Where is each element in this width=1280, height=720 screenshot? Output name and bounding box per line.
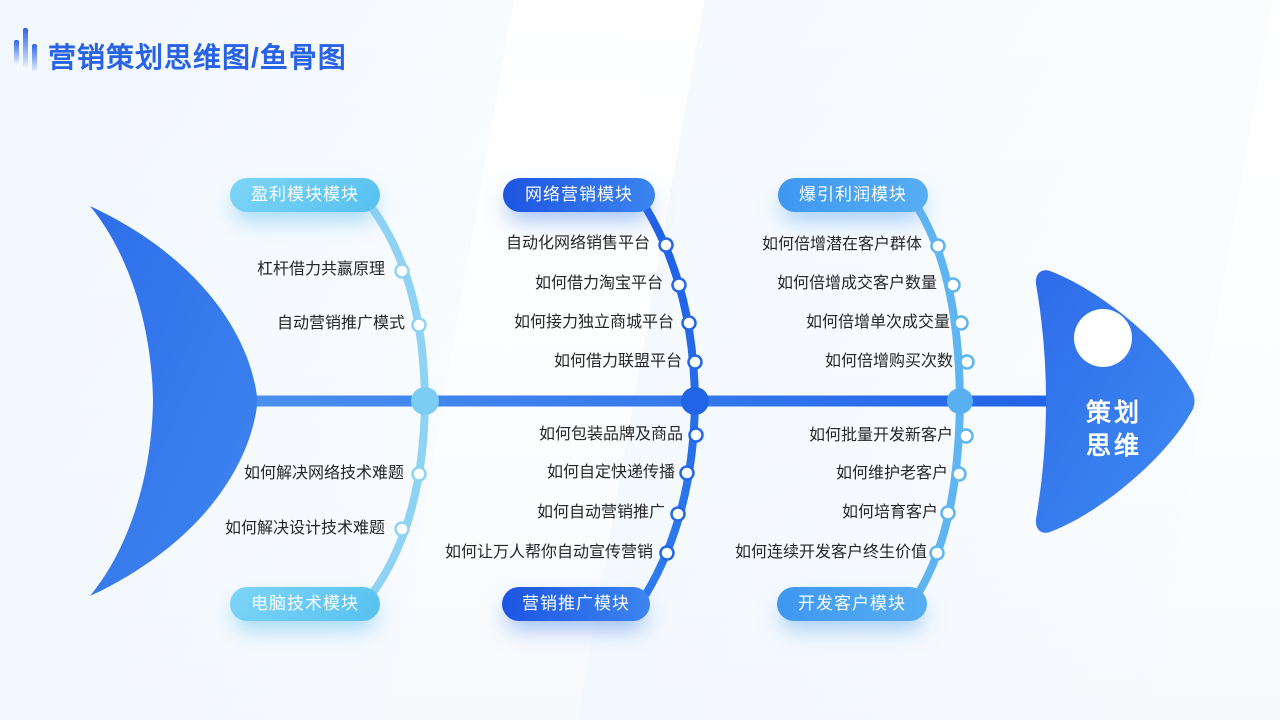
item-label: 如何倍增潜在客户群体	[761, 236, 922, 253]
item-dot	[679, 465, 695, 481]
item-label: 如何倍增购买次数	[824, 353, 953, 370]
item-dot	[959, 354, 975, 370]
item-label: 如何借力淘宝平台	[534, 275, 663, 292]
item-dot	[940, 505, 956, 521]
module-pill-profit: 盈利模块模块	[230, 178, 380, 212]
module-pill-customer-dev: 开发客户模块	[777, 587, 927, 621]
item-dot	[659, 545, 675, 561]
junction-node	[681, 387, 709, 415]
item-label: 如何自动营销推广	[536, 504, 665, 521]
item-label: 如何包装品牌及商品	[538, 426, 683, 443]
fish-eye	[1074, 309, 1132, 367]
item-dot	[687, 354, 703, 370]
item-dot	[951, 466, 967, 482]
module-pill-computer-tech: 电脑技术模块	[230, 587, 380, 621]
item-label: 自动营销推广模式	[276, 315, 405, 332]
item-dot	[953, 315, 969, 331]
item-label: 如何倍增成交客户数量	[776, 275, 937, 292]
item-label: 如何倍增单次成交量	[805, 314, 950, 331]
module-pill-promotion: 营销推广模块	[502, 587, 650, 621]
junction-node	[411, 387, 439, 415]
module-pill-burst-profit: 爆引利润模块	[778, 178, 928, 212]
item-dot	[930, 238, 946, 254]
fish-tail	[90, 206, 257, 596]
item-label: 如何维护老客户	[835, 465, 948, 482]
item-label: 如何培育客户	[841, 504, 938, 521]
page-header: 营销策划思维图/鱼骨图	[14, 28, 347, 76]
fish-head-label-line1: 策划	[1085, 400, 1142, 427]
item-dot	[929, 545, 945, 561]
fish-spine	[252, 395, 1055, 407]
item-dot	[681, 315, 697, 331]
item-dot	[670, 506, 686, 522]
item-dot	[394, 263, 410, 279]
item-dot	[958, 428, 974, 444]
item-dot	[945, 277, 961, 293]
item-dot	[411, 317, 427, 333]
item-dot	[658, 237, 674, 253]
item-dot	[688, 427, 704, 443]
item-dot	[671, 277, 687, 293]
item-dot	[411, 466, 427, 482]
item-label: 如何接力独立商城平台	[513, 314, 674, 331]
item-label: 如何解决设计技术难题	[224, 520, 385, 537]
item-label: 如何自定快递传播	[546, 464, 675, 481]
page-title: 营销策划思维图/鱼骨图	[48, 42, 347, 73]
item-label: 如何借力联盟平台	[553, 353, 682, 370]
item-label: 杠杆借力共赢原理	[256, 261, 385, 278]
item-label: 如何连续开发客户终生价值	[734, 544, 927, 561]
item-label: 自动化网络销售平台	[505, 235, 650, 252]
item-label: 如何批量开发新客户	[808, 427, 953, 444]
item-dot	[394, 521, 410, 537]
fish-head-label-line2: 思维	[1085, 433, 1142, 460]
title-bars-icon	[14, 28, 44, 76]
item-label: 如何解决网络技术难题	[243, 465, 404, 482]
item-label: 如何让万人帮你自动宣传营销	[444, 544, 653, 561]
module-pill-network: 网络营销模块	[503, 178, 655, 212]
fish-head-label: 策划 思维	[1058, 397, 1170, 463]
junction-node	[947, 388, 973, 414]
